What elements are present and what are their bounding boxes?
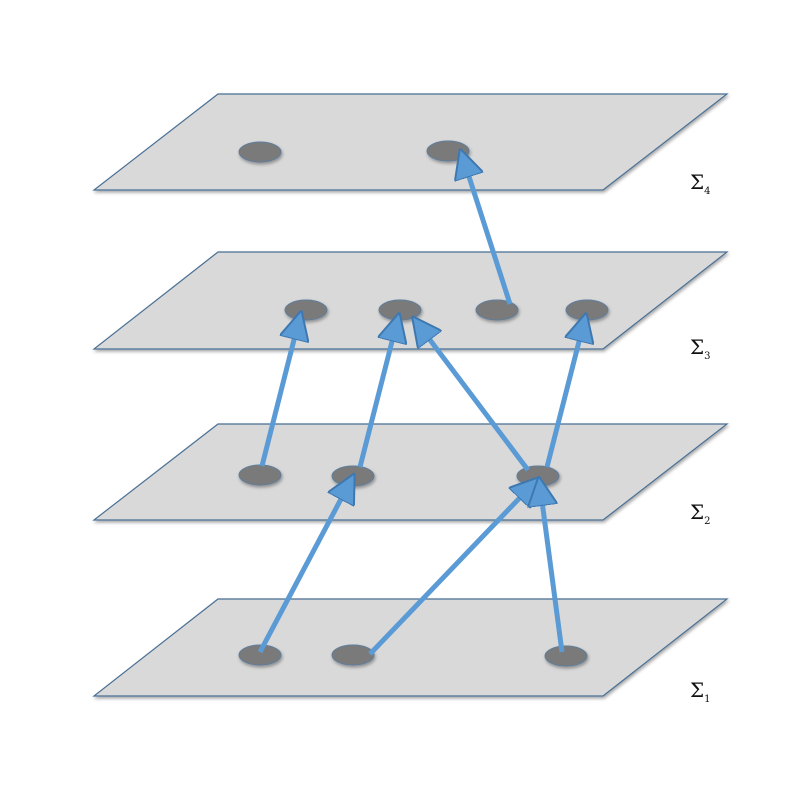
node-n3c: [475, 299, 519, 321]
layer-index: 1: [704, 694, 711, 705]
edge-n2c-to-n3d: [544, 322, 584, 468]
edge-n3c-to-n4b: [463, 158, 513, 305]
layer-label-4: Σ4: [690, 170, 711, 197]
node-n2c: [516, 465, 560, 487]
layer-index: 4: [704, 186, 711, 197]
layer-label-3: Σ3: [690, 335, 711, 362]
sigma-symbol: Σ: [690, 500, 705, 524]
layer-index: 3: [704, 351, 711, 362]
node-n1a: [238, 644, 282, 666]
layer-label-2: Σ2: [690, 500, 711, 527]
node-n4a: [238, 141, 282, 163]
edge-n1a-to-n2b: [257, 482, 350, 654]
sigma-symbol: Σ: [690, 678, 705, 702]
sigma-symbol: Σ: [690, 170, 705, 194]
planes: [92, 93, 729, 697]
edges: [257, 158, 584, 656]
layer-label-1: Σ1: [690, 678, 711, 705]
layer-plane-3: [92, 251, 729, 350]
node-n3a: [284, 299, 328, 321]
sigma-symbol: Σ: [690, 335, 705, 359]
node-n3b: [378, 299, 422, 321]
edge-n2c-to-n3b: [418, 324, 530, 472]
node-n3d: [565, 299, 609, 321]
layer-index: 2: [704, 516, 711, 527]
node-n1b: [331, 644, 375, 666]
edge-n1c-to-n2c: [540, 486, 565, 653]
node-n2b: [331, 465, 375, 487]
layer-plane-2: [92, 423, 729, 521]
edge-n2a-to-n3a: [259, 320, 299, 467]
node-n1c: [544, 645, 588, 667]
layer-plane-4: [92, 93, 729, 191]
node-n4b: [426, 140, 470, 162]
node-n2a: [238, 464, 282, 486]
edge-n1b-to-n2c: [368, 484, 533, 656]
edge-n2b-to-n3b: [357, 322, 397, 468]
